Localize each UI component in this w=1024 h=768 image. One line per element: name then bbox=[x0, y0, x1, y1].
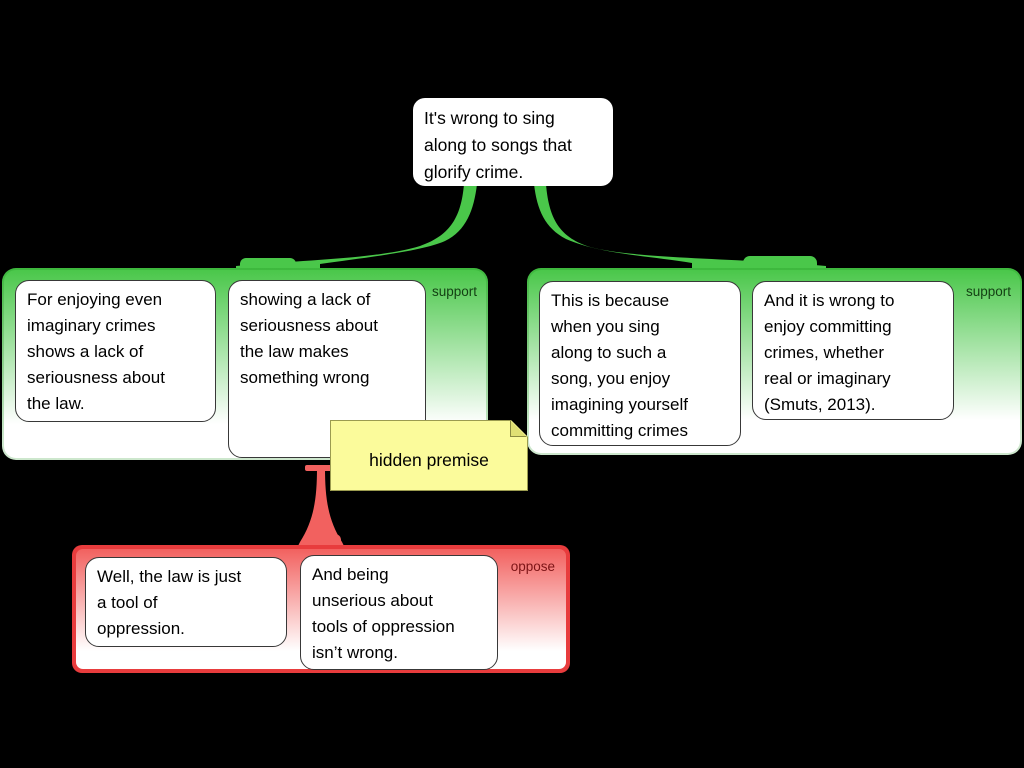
premise-box-lack-of-seriousness[interactable]: showing a lack of seriousness about the … bbox=[228, 280, 426, 458]
note-text: hidden premise bbox=[369, 450, 489, 470]
premise-box-enjoy-imagining[interactable]: This is because when you sing along to s… bbox=[539, 281, 741, 446]
premise-text: This is because when you sing along to s… bbox=[551, 291, 689, 440]
hidden-premise-note[interactable]: hidden premise bbox=[330, 420, 528, 491]
premise-box-unserious-not-wrong[interactable]: And being unserious about tools of oppre… bbox=[300, 555, 498, 670]
premise-box-wrong-to-enjoy[interactable]: And it is wrong to enjoy committing crim… bbox=[752, 281, 954, 420]
root-claim-text: It's wrong to sing along to songs that g… bbox=[424, 108, 572, 182]
premise-text: For enjoying even imaginary crimes shows… bbox=[27, 290, 165, 413]
root-claim-box[interactable]: It's wrong to sing along to songs that g… bbox=[413, 98, 613, 186]
support-label-right: support bbox=[965, 284, 1011, 299]
support-label-left: support bbox=[431, 284, 477, 299]
oppose-connector bbox=[298, 468, 344, 546]
premise-text: And it is wrong to enjoy committing crim… bbox=[764, 291, 895, 414]
premise-text: And being unserious about tools of oppre… bbox=[312, 565, 455, 662]
premise-box-enjoying-imaginary-crimes[interactable]: For enjoying even imaginary crimes shows… bbox=[15, 280, 216, 422]
support-connector-left bbox=[236, 184, 477, 269]
premise-text: Well, the law is just a tool of oppressi… bbox=[97, 567, 242, 638]
oppose-tab bbox=[303, 534, 341, 548]
oppose-label: oppose bbox=[510, 559, 555, 574]
premise-text: showing a lack of seriousness about the … bbox=[240, 290, 378, 387]
premise-box-law-tool-of-oppression[interactable]: Well, the law is just a tool of oppressi… bbox=[85, 557, 287, 647]
